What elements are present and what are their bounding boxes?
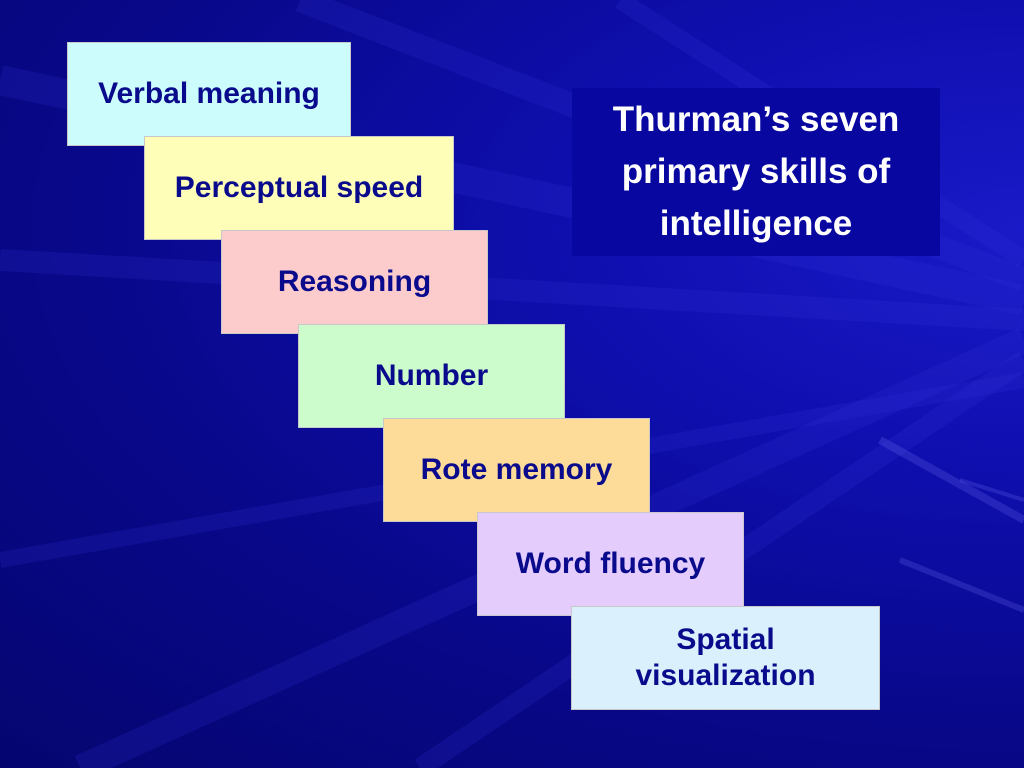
skill-box-number: Number (298, 324, 565, 428)
skill-box-word-fluency: Word fluency (477, 512, 744, 616)
skill-label: Perceptual speed (174, 171, 424, 204)
title-box: Thurman’s seven primary skills of intell… (572, 88, 940, 256)
skill-label: Verbal meaning (98, 77, 320, 110)
skill-box-reasoning: Reasoning (221, 230, 488, 334)
skill-label: Reasoning (277, 265, 432, 298)
skill-box-spatial-visualization: Spatial visualization (571, 606, 880, 710)
slide-title: Thurman’s seven primary skills of intell… (612, 100, 900, 243)
skill-label: Word fluency (515, 547, 706, 580)
skill-box-verbal-meaning: Verbal meaning (67, 42, 351, 146)
skill-box-rote-memory: Rote memory (383, 418, 650, 522)
skill-label: Rote memory (420, 453, 613, 486)
skill-label: Spatial visualization (635, 623, 816, 692)
skill-label: Number (374, 359, 489, 392)
skill-box-perceptual-speed: Perceptual speed (144, 136, 454, 240)
